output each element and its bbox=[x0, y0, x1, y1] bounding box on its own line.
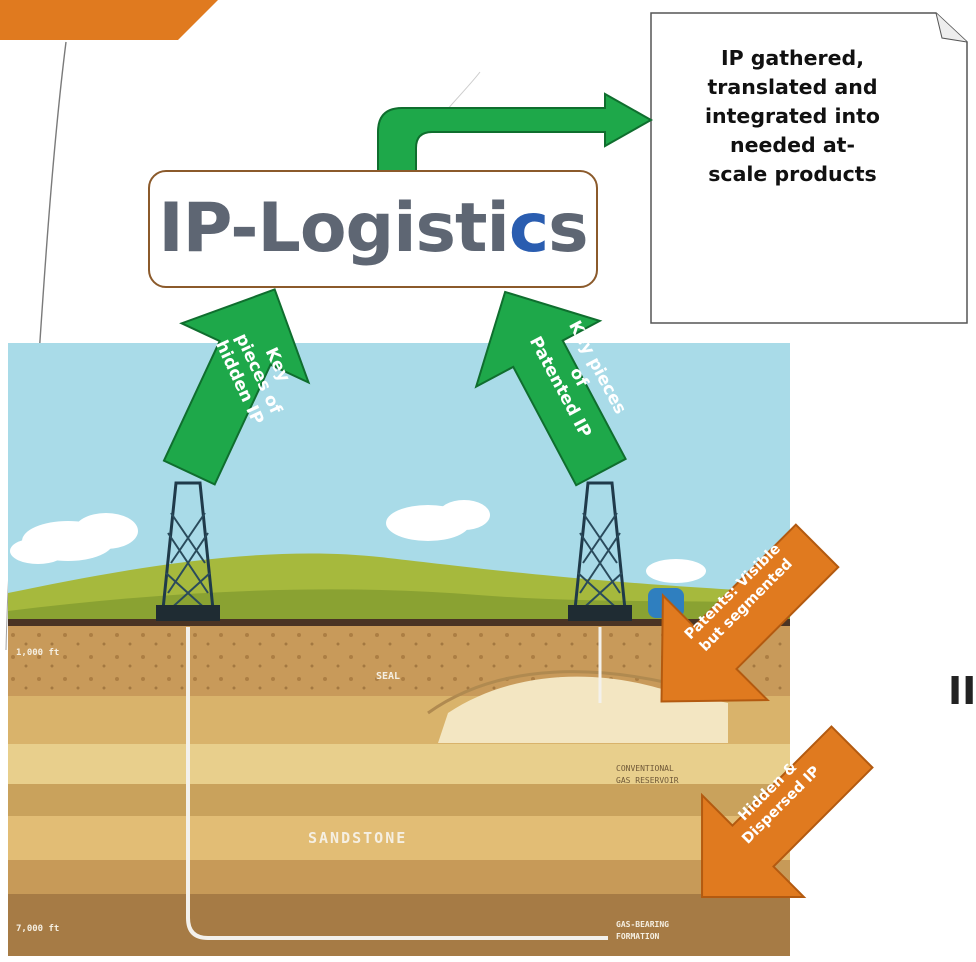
depth-top-label: 1,000 ft bbox=[16, 648, 59, 658]
layer-4 bbox=[8, 784, 790, 816]
layer-3 bbox=[8, 744, 790, 784]
corner-tab bbox=[0, 0, 218, 40]
cut-off-heading: II bbox=[948, 669, 976, 713]
arrow-patents: Patents: Visible but segmented bbox=[630, 508, 850, 738]
callout-line: scale products bbox=[708, 162, 877, 186]
callout-line: translated and bbox=[707, 75, 878, 99]
callout-line: needed at- bbox=[730, 133, 855, 157]
conventional-label-1: CONVENTIONAL bbox=[616, 764, 674, 773]
logo-main-text: IP-Logisti bbox=[158, 189, 509, 268]
geology-illustration: 1,000 ft SEAL SANDSTONE CONVENTIONAL GAS… bbox=[8, 343, 790, 956]
depth-bottom-label: 7,000 ft bbox=[16, 924, 59, 934]
layer-shale bbox=[8, 894, 790, 956]
callout-text: IP gathered, translated and integrated i… bbox=[650, 44, 935, 189]
gas-dome bbox=[438, 676, 728, 743]
formation-label-2: FORMATION bbox=[616, 932, 660, 941]
layer-sandstone bbox=[8, 816, 790, 860]
ground-line bbox=[8, 619, 790, 626]
derrick-left bbox=[156, 481, 220, 621]
callout-line: IP gathered, bbox=[720, 46, 865, 70]
arrow-hidden-ip: Key pieces of hidden IP bbox=[152, 276, 312, 486]
callout-line: integrated into bbox=[705, 104, 880, 128]
seal-label: SEAL bbox=[376, 671, 400, 682]
arrow-dispersed: Hidden & Dispersed IP bbox=[672, 712, 882, 932]
ip-logistics-box bbox=[148, 170, 598, 288]
arrow-patented-ip: Key pieces of Patented IP bbox=[468, 276, 638, 488]
ip-logistics-logo: IP-Logistics bbox=[150, 176, 596, 282]
logo-tail-text: s bbox=[548, 189, 588, 268]
formation-label-1: GAS-BEARING bbox=[616, 920, 669, 929]
callout-box bbox=[650, 12, 968, 324]
clouds bbox=[10, 500, 706, 583]
bent-arrow-to-callout bbox=[377, 92, 654, 181]
horizontal-well bbox=[186, 627, 608, 940]
logo-accent-text: c bbox=[508, 189, 549, 268]
sandstone-label: SANDSTONE bbox=[308, 829, 407, 847]
conventional-label-2: GAS RESERVOIR bbox=[616, 776, 679, 785]
layer-6 bbox=[8, 860, 790, 894]
derrick-right bbox=[568, 481, 632, 621]
